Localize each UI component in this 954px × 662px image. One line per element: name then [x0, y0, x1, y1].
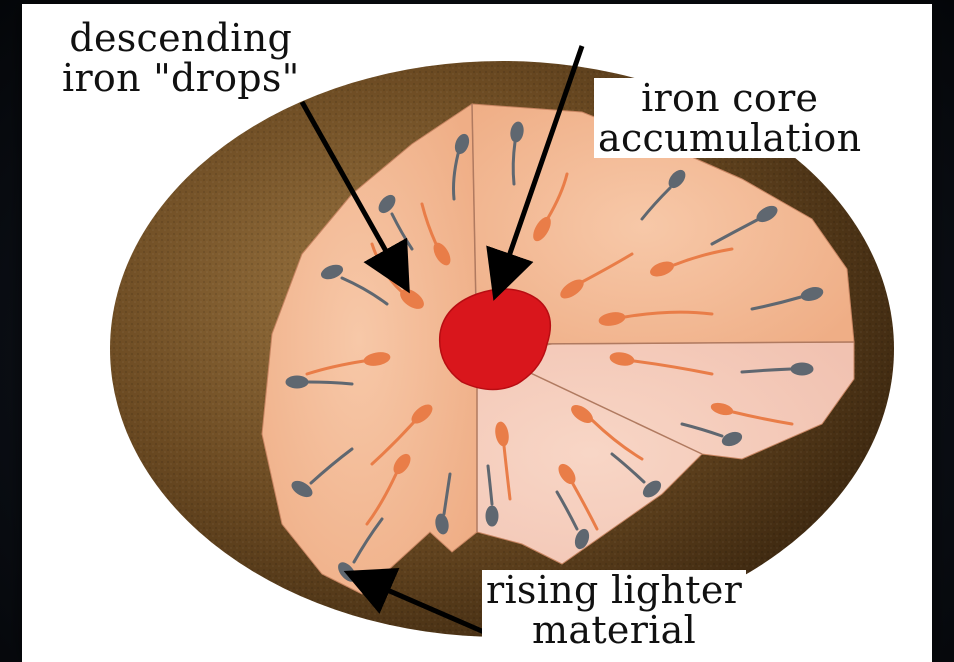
label-core-line1: iron core — [594, 78, 865, 118]
label-rising-line2: material — [482, 610, 746, 650]
label-descending-line1: descending — [58, 18, 304, 58]
label-core-line2: accumulation — [594, 118, 865, 158]
label-descending-line2: iron "drops" — [58, 58, 304, 98]
label-rising-line1: rising lighter — [482, 570, 746, 610]
label-rising-lighter-material: rising lighter material — [482, 570, 746, 650]
diagram-panel: descending iron "drops" iron core accumu… — [22, 4, 932, 662]
label-descending-iron-drops: descending iron "drops" — [58, 18, 304, 98]
label-iron-core-accumulation: iron core accumulation — [594, 78, 865, 158]
